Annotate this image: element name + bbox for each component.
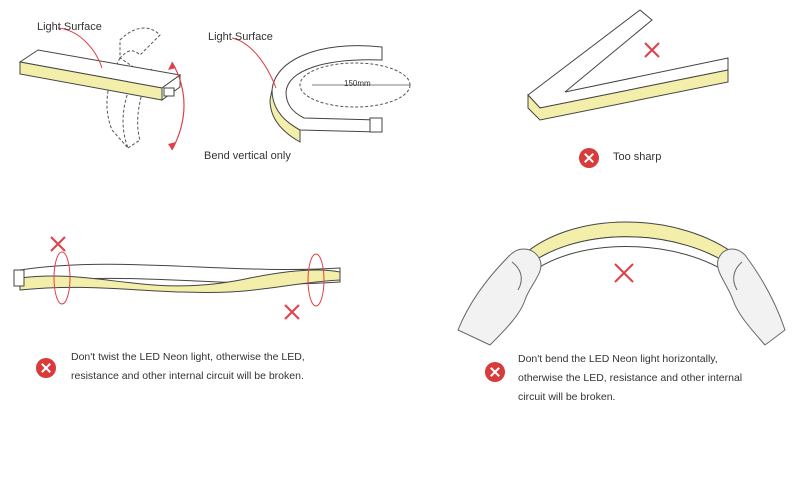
warning-x-icon-bend — [485, 362, 505, 382]
horizontal-bent-strip — [519, 221, 741, 279]
left-hand-icon — [457, 248, 542, 346]
twist-caption: Don't twist the LED Neon light, otherwis… — [71, 348, 305, 386]
light-surface-label-1: Light Surface — [37, 21, 102, 33]
v-bend-strip — [527, 9, 729, 121]
bend-direction-arrow — [171, 61, 185, 151]
bend-caption-line-1: Don't bend the LED Neon light horizontal… — [518, 353, 718, 365]
twist-arrow-left — [53, 251, 71, 305]
x-mark-horizontal-bend — [614, 263, 634, 283]
too-sharp-label: Too sharp — [613, 151, 662, 163]
x-mark-twist-bottom — [284, 304, 300, 320]
radius-label: 150mm — [344, 79, 371, 88]
light-surface-label-2: Light Surface — [208, 31, 273, 43]
pointer-arrow-2 — [231, 37, 277, 89]
bend-vertical-label: Bend vertical only — [204, 150, 291, 162]
twisted-neon-strip — [13, 263, 341, 293]
curved-neon-strip — [269, 45, 411, 143]
twist-caption-line-1: Don't twist the LED Neon light, otherwis… — [71, 351, 305, 363]
x-mark-too-sharp — [644, 42, 660, 58]
twist-arrow-right — [307, 253, 325, 307]
right-hand-icon — [717, 248, 786, 346]
warning-x-icon-too-sharp — [579, 148, 599, 168]
bend-caption-line-3: circuit will be broken. — [518, 391, 616, 403]
bend-caption-line-2: otherwise the LED, resistance and other … — [518, 372, 743, 384]
pointer-arrow-1 — [57, 27, 103, 69]
x-mark-twist-top — [50, 236, 66, 252]
warning-x-icon-twist — [36, 358, 56, 378]
bend-caption: Don't bend the LED Neon light horizontal… — [518, 350, 742, 407]
straight-neon-strip — [18, 27, 182, 149]
twist-caption-line-2: resistance and other internal circuit wi… — [71, 370, 304, 382]
